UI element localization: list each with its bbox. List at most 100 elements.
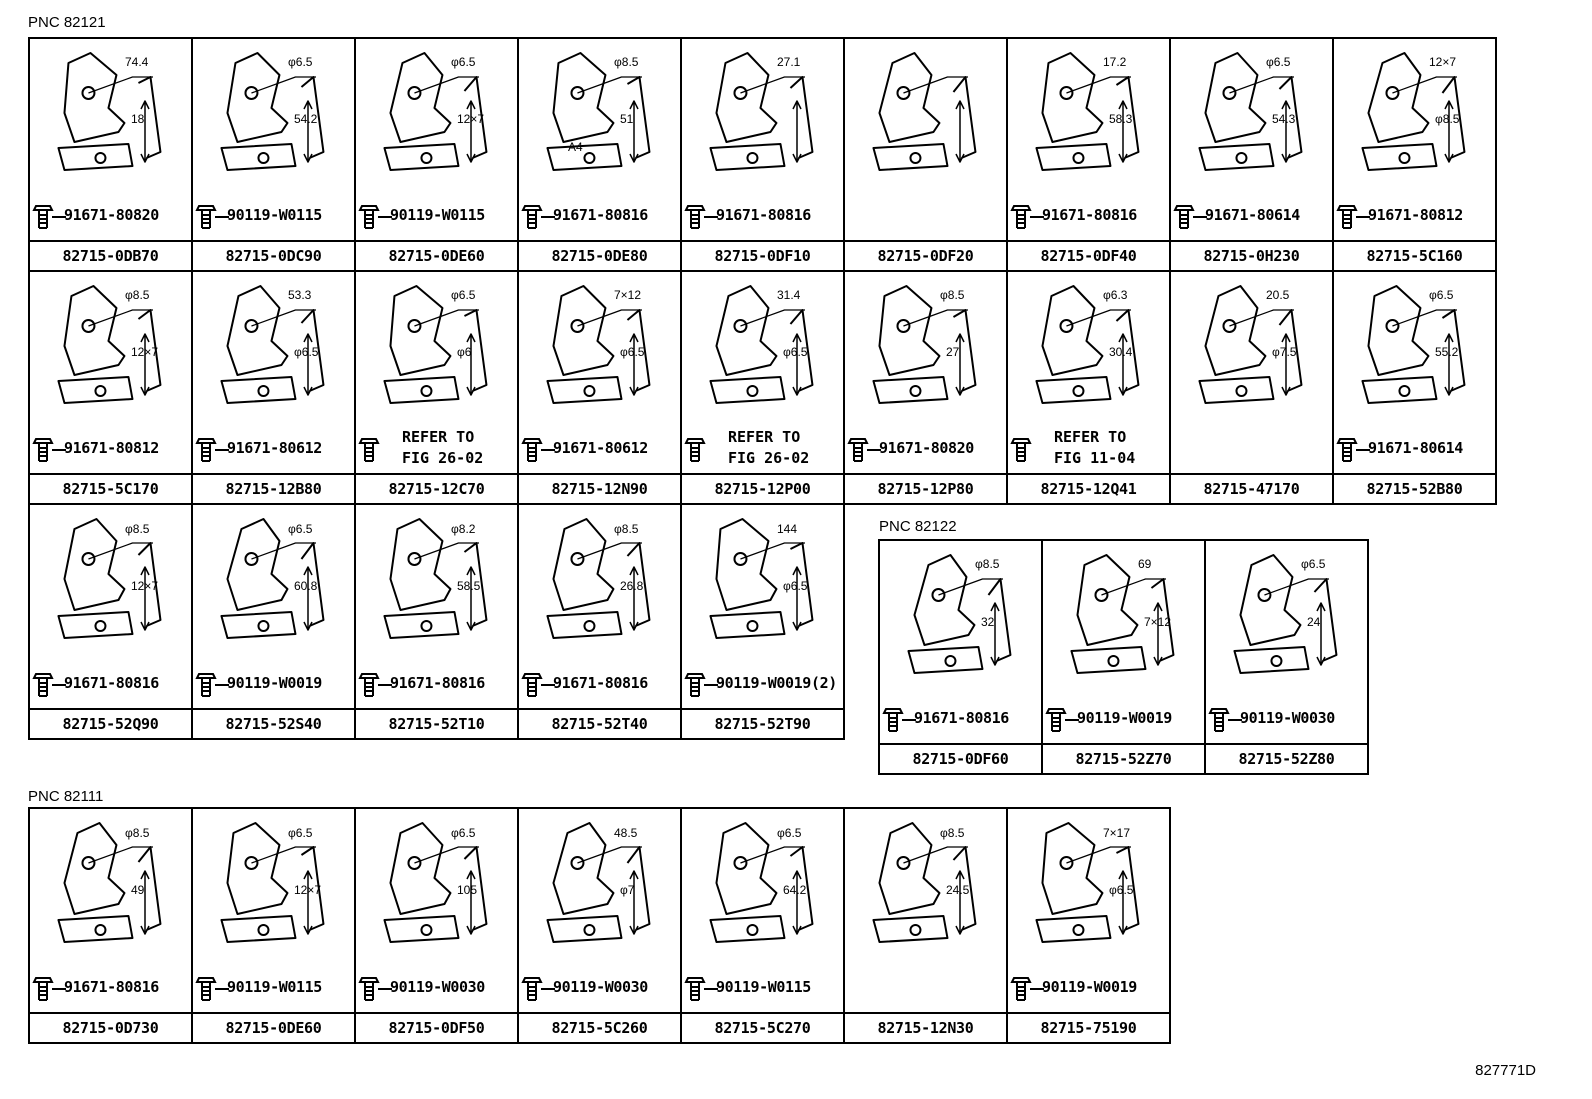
bolt-part-number[interactable]: 90119-W0115 bbox=[227, 206, 322, 224]
bolt-part-number[interactable]: 91671-80816 bbox=[553, 206, 648, 224]
part-number[interactable]: 82715-52Z80 bbox=[1238, 750, 1335, 768]
part-number[interactable]: 82715-0DF20 bbox=[877, 247, 974, 265]
part-number[interactable]: 82715-0DF50 bbox=[388, 1019, 485, 1037]
bolt-part-number[interactable]: 91671-80816 bbox=[64, 674, 159, 692]
part-number[interactable]: 82715-12P00 bbox=[714, 480, 811, 498]
part-number[interactable]: 82715-12P80 bbox=[877, 480, 974, 498]
bolt-part-number[interactable]: 91671-80816 bbox=[553, 674, 648, 692]
part-number[interactable]: 82715-5C170 bbox=[62, 480, 159, 498]
bolt-part-number[interactable]: 91671-80820 bbox=[879, 439, 974, 457]
bolt-part-number[interactable]: 91671-80816 bbox=[716, 206, 811, 224]
bracket-outline-1 bbox=[137, 846, 162, 931]
bolt-part-number[interactable]: 90119-W0115 bbox=[227, 978, 322, 996]
part-number[interactable]: 82715-75190 bbox=[1040, 1019, 1137, 1037]
part-number[interactable]: 82715-0DE80 bbox=[551, 247, 648, 265]
bolt-part-number[interactable]: 91671-80614 bbox=[1205, 206, 1300, 224]
refer-note[interactable]: REFER TO FIG 11-04 bbox=[1054, 428, 1136, 467]
bolt-part-number[interactable]: 91671-80816 bbox=[64, 978, 159, 996]
bolt-part-number[interactable]: 91671-80816 bbox=[1042, 206, 1137, 224]
part-number[interactable]: 82715-0DE60 bbox=[225, 1019, 322, 1037]
bolt-part-number[interactable]: 91671-80812 bbox=[64, 439, 159, 457]
bracket-outline-2 bbox=[546, 376, 623, 404]
part-number[interactable]: 82715-52Q90 bbox=[62, 715, 159, 733]
part-number[interactable]: 82715-52B80 bbox=[1366, 480, 1463, 498]
part-number[interactable]: 82715-0D730 bbox=[62, 1019, 159, 1037]
part-number[interactable]: 82715-52T90 bbox=[714, 715, 811, 733]
part-number[interactable]: 82715-12B80 bbox=[225, 480, 322, 498]
bolt-part-number[interactable]: 91671-80612 bbox=[227, 439, 322, 457]
part-number[interactable]: 82715-0DC90 bbox=[225, 247, 322, 265]
part-number[interactable]: 82715-12C70 bbox=[388, 480, 485, 498]
part-number[interactable]: 82715-0DF10 bbox=[714, 247, 811, 265]
bolt-part-number[interactable]: 90119-W0115 bbox=[716, 978, 811, 996]
part-number[interactable]: 82715-12Q41 bbox=[1040, 480, 1137, 498]
part-number[interactable]: 82715-0DF40 bbox=[1040, 247, 1137, 265]
part-number[interactable]: 82715-12N90 bbox=[551, 480, 648, 498]
bolt-part-number[interactable]: 90119-W0019 bbox=[1077, 709, 1172, 727]
bracket-outline-0 bbox=[389, 822, 452, 915]
part-number[interactable]: 82715-5C260 bbox=[551, 1019, 648, 1037]
bolt-part-number[interactable]: 91671-80816 bbox=[390, 674, 485, 692]
part-number[interactable]: 82715-12N30 bbox=[877, 1019, 974, 1037]
part-number[interactable]: 82715-52S40 bbox=[225, 715, 322, 733]
bolt-part-number[interactable]: 90119-W0115 bbox=[390, 206, 485, 224]
part-number[interactable]: 82715-0H230 bbox=[1203, 247, 1300, 265]
bolt-part-number[interactable]: 90119-W0030 bbox=[553, 978, 648, 996]
part-number[interactable]: 82715-5C270 bbox=[714, 1019, 811, 1037]
bracket-outline-1 bbox=[1441, 76, 1466, 159]
bolt-part-number[interactable]: 90119-W0030 bbox=[390, 978, 485, 996]
refer-note[interactable]: REFER TO FIG 26-02 bbox=[728, 428, 810, 467]
part-number[interactable]: 82715-5C160 bbox=[1366, 247, 1463, 265]
bolt-part-number[interactable]: 90119-W0030 bbox=[1240, 709, 1335, 727]
bolt-part-number[interactable]: 91671-80614 bbox=[1368, 439, 1463, 457]
bolt-part-number[interactable]: 91671-80812 bbox=[1368, 206, 1463, 224]
bolt-part-number[interactable]: 90119-W0019 bbox=[227, 674, 322, 692]
part-number[interactable]: 82715-0DE60 bbox=[388, 247, 485, 265]
part-number[interactable]: 82715-52Z70 bbox=[1075, 750, 1172, 768]
part-number[interactable]: 82715-0DF60 bbox=[912, 750, 1009, 768]
refer-note[interactable]: REFER TO FIG 26-02 bbox=[402, 428, 484, 467]
bolt-part-number[interactable]: 90119-W0019(2) bbox=[716, 674, 837, 692]
part-number[interactable]: 82715-0DB70 bbox=[62, 247, 159, 265]
part-number[interactable]: 82715-52T40 bbox=[551, 715, 648, 733]
bolt-part-number[interactable]: 90119-W0019 bbox=[1042, 978, 1137, 996]
bolt-part-number[interactable]: 91671-80612 bbox=[553, 439, 648, 457]
part-number[interactable]: 82715-47170 bbox=[1203, 480, 1300, 498]
bolt-part-number[interactable]: 91671-80816 bbox=[914, 709, 1009, 727]
part-number[interactable]: 82715-52T10 bbox=[388, 715, 485, 733]
part-cell[interactable]: 82715-0DF20 bbox=[843, 37, 1008, 272]
bolt-part-number[interactable]: 91671-80820 bbox=[64, 206, 159, 224]
